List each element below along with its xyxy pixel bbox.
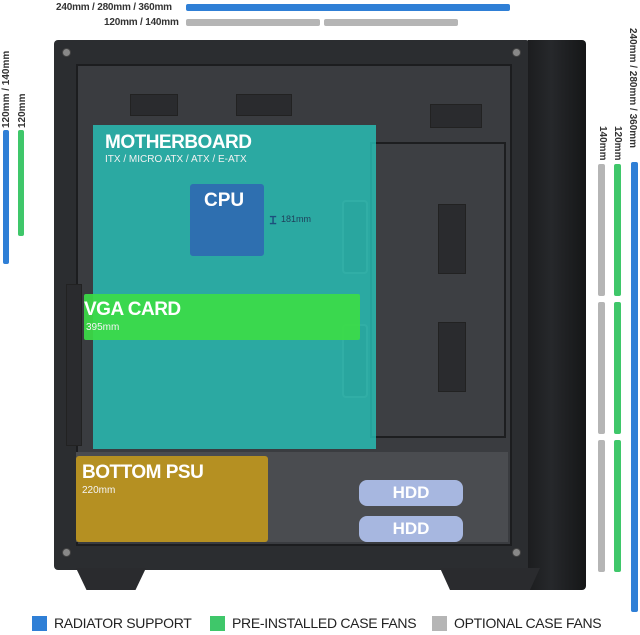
psu-area xyxy=(76,456,268,542)
psu-length: 220mm xyxy=(82,485,116,496)
height-icon: Ɪ xyxy=(270,215,277,227)
front-preinstalled-bar-2 xyxy=(614,302,621,434)
top-optional-bar-2 xyxy=(324,19,458,26)
cpu-cooler-height: 181mm xyxy=(281,214,312,224)
front-preinstalled-bar-1 xyxy=(614,164,621,296)
case-foot-right xyxy=(440,568,540,590)
front-preinstalled-bar-3 xyxy=(614,440,621,572)
top-optional-label: 120mm / 140mm xyxy=(104,17,179,28)
top-cutout-3 xyxy=(430,104,482,128)
motherboard-subtitle: ITX / MICRO ATX / ATX / E-ATX xyxy=(105,154,247,165)
screw-tr xyxy=(512,48,521,57)
left-radiator-bar xyxy=(3,130,9,264)
vga-card-area xyxy=(84,294,360,340)
front-radiator-label: 240mm / 280mm / 360mm xyxy=(627,28,638,149)
left-radiator-label: 120mm / 140mm xyxy=(1,50,12,128)
top-radiator-label: 240mm / 280mm / 360mm xyxy=(56,2,172,13)
legend-preinstalled: PRE-INSTALLED CASE FANS xyxy=(210,615,417,631)
hdd-bay-2: HDD xyxy=(359,516,463,542)
legend-radiator-swatch xyxy=(32,615,47,631)
hdd-bay-1: HDD xyxy=(359,480,463,506)
top-radiator-bar xyxy=(186,4,510,11)
left-optional-bar xyxy=(18,130,24,236)
top-cutout-1 xyxy=(130,94,178,116)
case-foot-left xyxy=(76,568,146,590)
vga-card-title: VGA CARD xyxy=(84,299,181,320)
psu-title: BOTTOM PSU xyxy=(82,462,204,483)
front-radiator-bar xyxy=(631,162,638,612)
screw-bl xyxy=(62,548,71,557)
case-front-panel xyxy=(528,40,586,590)
motherboard-title: MOTHERBOARD xyxy=(105,132,252,153)
legend-radiator: RADIATOR SUPPORT xyxy=(32,615,192,631)
screw-br xyxy=(512,548,521,557)
hdd-label-1: HDD xyxy=(392,483,430,502)
front-optional-bar-3 xyxy=(598,440,605,572)
cage-slot-2 xyxy=(438,322,466,392)
cpu-title: CPU xyxy=(204,190,245,211)
front-optional-label: 140mm xyxy=(597,126,608,161)
left-optional-label: 120mm xyxy=(17,93,28,128)
legend-radiator-label: RADIATOR SUPPORT xyxy=(54,615,192,631)
front-optional-bar-2 xyxy=(598,302,605,434)
top-cutout-2 xyxy=(236,94,292,116)
legend-optional-label: OPTIONAL CASE FANS xyxy=(454,615,602,631)
vga-card-length: 395mm xyxy=(86,322,120,333)
motherboard-area xyxy=(93,125,376,449)
legend-preinstalled-swatch xyxy=(210,615,225,631)
legend-optional-swatch xyxy=(432,615,447,631)
front-preinstalled-label: 120mm xyxy=(612,126,623,161)
legend-preinstalled-label: PRE-INSTALLED CASE FANS xyxy=(232,615,417,631)
legend-optional: OPTIONAL CASE FANS xyxy=(432,615,602,631)
front-optional-bar-1 xyxy=(598,164,605,296)
top-optional-bar-1 xyxy=(186,19,320,26)
cage-slot-1 xyxy=(438,204,466,274)
expansion-slots xyxy=(66,284,82,446)
screw-tl xyxy=(62,48,71,57)
drive-cage-panel xyxy=(370,142,506,438)
cpu-area xyxy=(190,184,264,256)
hdd-label-2: HDD xyxy=(392,519,430,538)
